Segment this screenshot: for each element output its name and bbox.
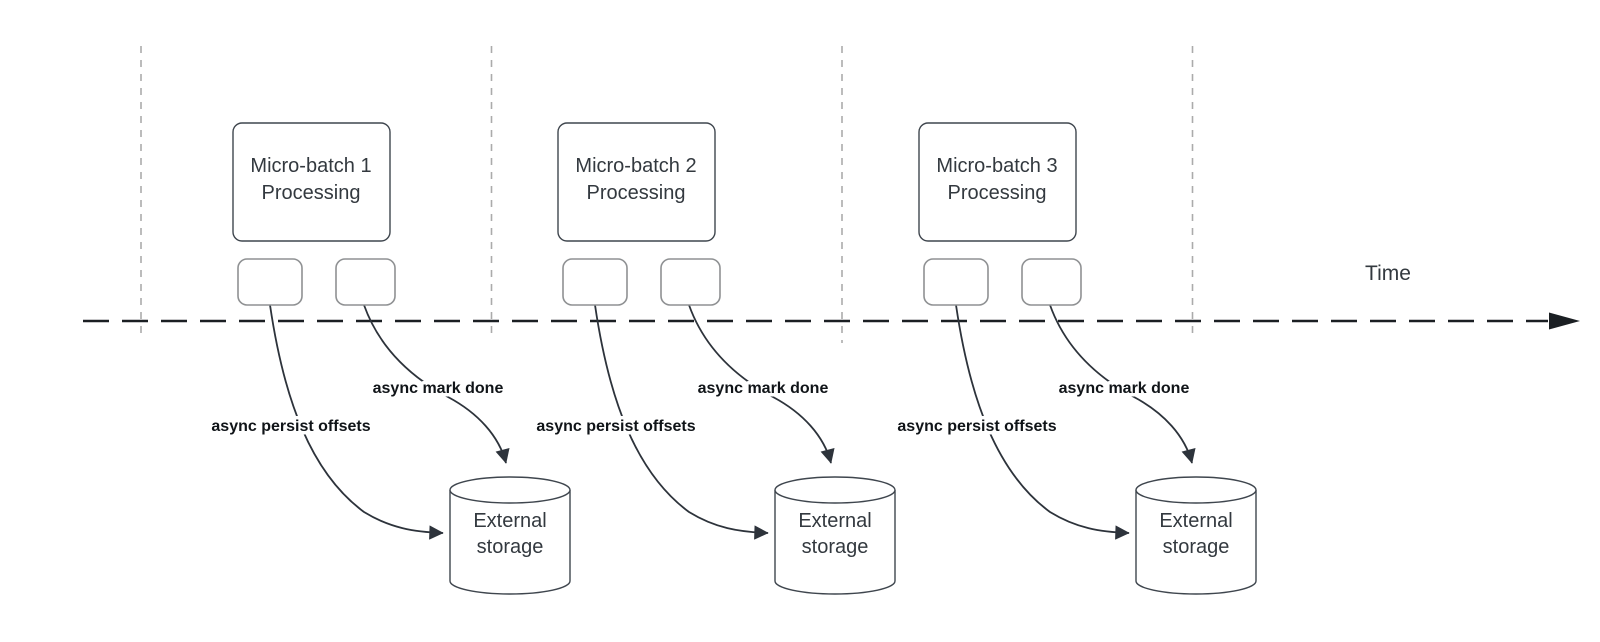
mark-done-edge-label: async mark done: [1059, 380, 1190, 397]
external-storage-label-line1: External: [1159, 510, 1232, 532]
mark-done-edge-label: async mark done: [698, 380, 829, 397]
processing-box-label-line1: Micro-batch 3: [936, 155, 1057, 177]
persist-offsets-edge-label: async persist offsets: [211, 418, 370, 435]
persist-offsets-edge-label: async persist offsets: [897, 418, 1056, 435]
mark-done-edge-label: async mark done: [373, 380, 504, 397]
persist-offsets-connector: [955, 304, 1130, 540]
mark-done-connector: [1049, 304, 1196, 464]
processing-box-label-line2: Processing: [262, 182, 361, 204]
mark-done-connector: [363, 304, 510, 464]
mark-done-task-box: [1021, 258, 1082, 306]
external-storage-label-line1: External: [473, 510, 546, 532]
persist-offsets-edge-label: async persist offsets: [536, 418, 695, 435]
external-storage-cylinder-top: [449, 476, 571, 504]
persist-offsets-connector: [594, 304, 769, 540]
processing-box: [918, 122, 1077, 242]
time-axis-arrowhead-icon: [1549, 312, 1580, 330]
external-storage-cylinder-body: [774, 490, 896, 595]
processing-box: [232, 122, 391, 242]
external-storage-cylinder-top: [774, 476, 896, 504]
processing-box: [557, 122, 716, 242]
microbatch-group-3: Micro-batch 3 Processing External storag…: [894, 122, 1257, 595]
persist-task-box: [923, 258, 989, 306]
external-storage-label-line2: storage: [477, 536, 544, 558]
external-storage-label-line2: storage: [802, 536, 869, 558]
external-storage-label-line1: External: [798, 510, 871, 532]
external-storage-label-line2: storage: [1163, 536, 1230, 558]
external-storage-cylinder-top: [1135, 476, 1257, 504]
mark-done-connector: [688, 304, 835, 464]
external-storage-cylinder-body: [1135, 490, 1257, 595]
persist-offsets-connector: [269, 304, 444, 540]
mark-done-task-box: [335, 258, 396, 306]
processing-box-label-line2: Processing: [587, 182, 686, 204]
persist-task-box: [562, 258, 628, 306]
persist-task-box: [237, 258, 303, 306]
time-axis-label: Time: [1365, 262, 1411, 285]
microbatch-group-2: Micro-batch 2 Processing External storag…: [533, 122, 896, 595]
processing-box-label-line1: Micro-batch 2: [575, 155, 696, 177]
processing-box-label-line2: Processing: [948, 182, 1047, 204]
microbatch-group-1: Micro-batch 1 Processing External storag…: [208, 122, 571, 595]
external-storage-cylinder-body: [449, 490, 571, 595]
processing-box-label-line1: Micro-batch 1: [250, 155, 371, 177]
mark-done-task-box: [660, 258, 721, 306]
